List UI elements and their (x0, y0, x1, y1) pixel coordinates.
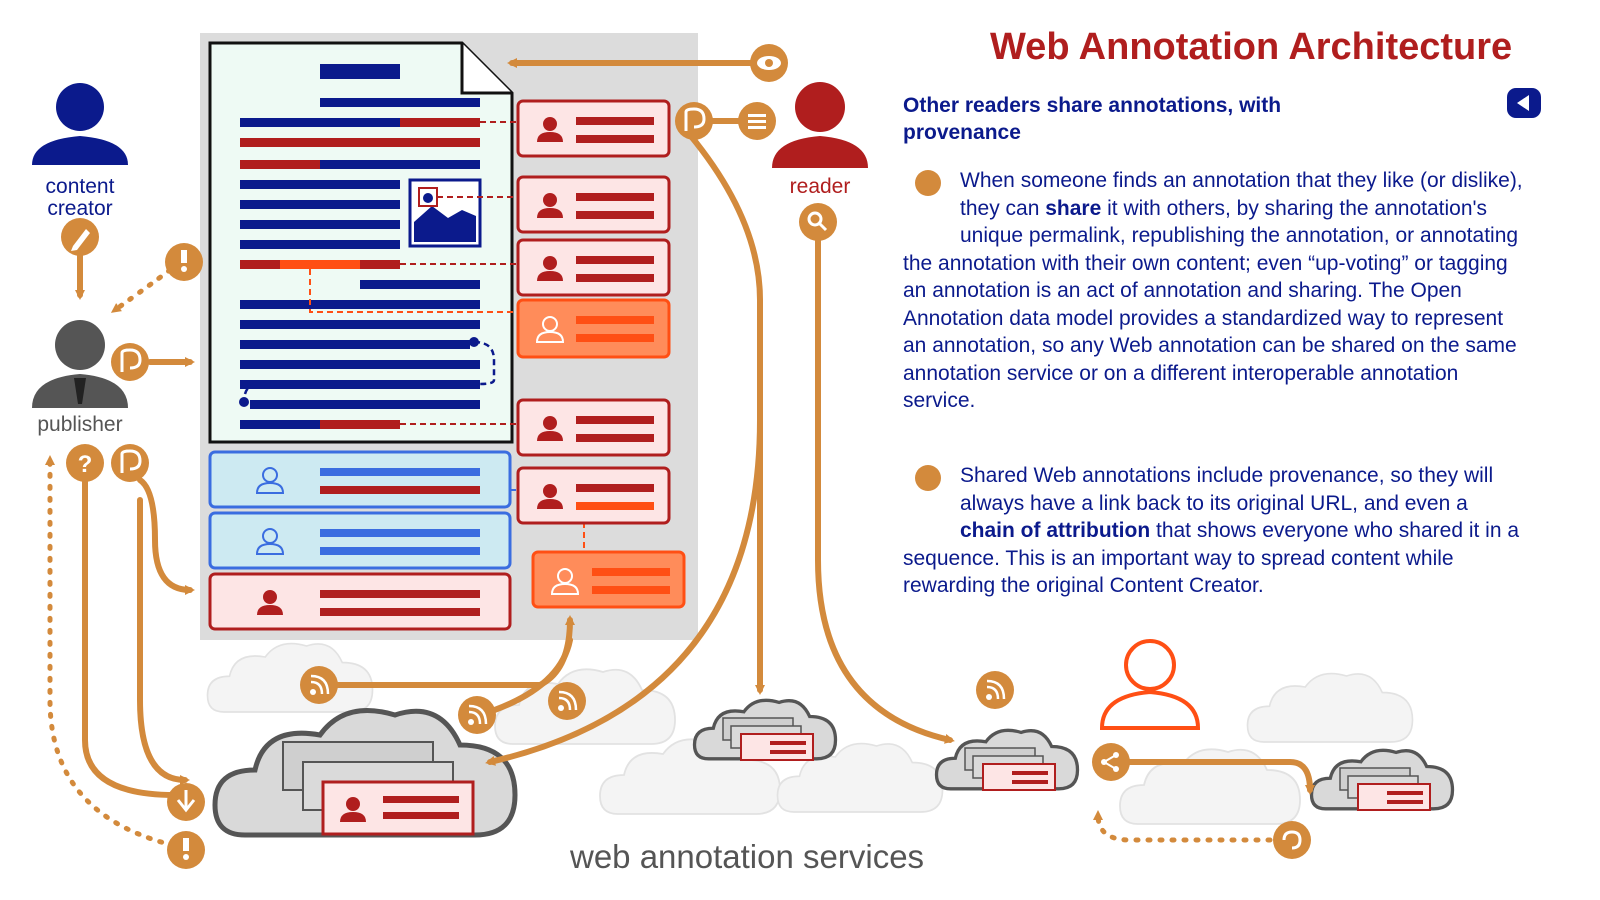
download-icon (167, 783, 205, 821)
badges: ? (61, 44, 1311, 869)
back-arrow-icon[interactable] (1507, 88, 1541, 118)
dotted-flow-arrows (45, 267, 1273, 851)
annotation-service-3 (934, 728, 1080, 791)
content-creator-label: content creator (45, 175, 115, 220)
document-comment-cards (208, 450, 512, 631)
publisher-icon (32, 320, 128, 408)
svg-text:?: ? (78, 451, 93, 478)
primary-annotation-service (215, 711, 515, 836)
section-subtitle: Other readers share annotations, with pr… (903, 94, 1282, 144)
provenance-text-end: that shows everyone who shared it in a s… (903, 519, 1520, 597)
page-title: Web Annotation Architecture (990, 26, 1513, 68)
annotation-service-4 (1309, 748, 1455, 811)
share-icon (1092, 743, 1130, 781)
refresh-icon (1273, 821, 1311, 859)
annotation-links (400, 121, 520, 425)
share-paragraph: When someone finds an annotation that th… (903, 167, 1523, 415)
provenance-paragraph: Shared Web annotations include provenanc… (903, 462, 1523, 600)
provenance-text-start: Shared Web annotations include provenanc… (960, 464, 1494, 515)
annotation-cards (516, 99, 686, 609)
orange-reader-icon (1099, 639, 1201, 730)
reader-label: reader (789, 175, 851, 198)
publish-icon (675, 102, 713, 140)
help-icon: ? (66, 444, 104, 482)
refresh-icon (903, 462, 951, 491)
pencil-icon (61, 218, 99, 256)
feed-icon (548, 682, 586, 720)
flow-arrows (75, 58, 1315, 798)
content-creator-icon (32, 83, 128, 165)
share-icon (903, 167, 951, 196)
feed-icon (976, 671, 1014, 709)
feed-icon (300, 666, 338, 704)
share-text-end: it with others, by sharing the annotatio… (903, 196, 1519, 413)
share-keyword: share (1045, 196, 1102, 220)
eye-icon (750, 44, 788, 82)
share-text-start: When someone finds an annotation that th… (960, 169, 1523, 220)
search-icon (799, 203, 837, 241)
alert-icon (165, 243, 203, 281)
web-document (208, 41, 514, 444)
reader-icon (772, 82, 868, 168)
publisher-label: publisher (37, 413, 123, 436)
feed-icon (458, 696, 496, 734)
publish-icon (111, 343, 149, 381)
list-icon (738, 102, 776, 140)
attribution-keyword: chain of attribution (960, 519, 1151, 542)
services-label: web annotation services (570, 838, 925, 875)
publish-icon (111, 444, 149, 482)
annotation-service-2 (692, 698, 838, 761)
alert-icon (167, 831, 205, 869)
